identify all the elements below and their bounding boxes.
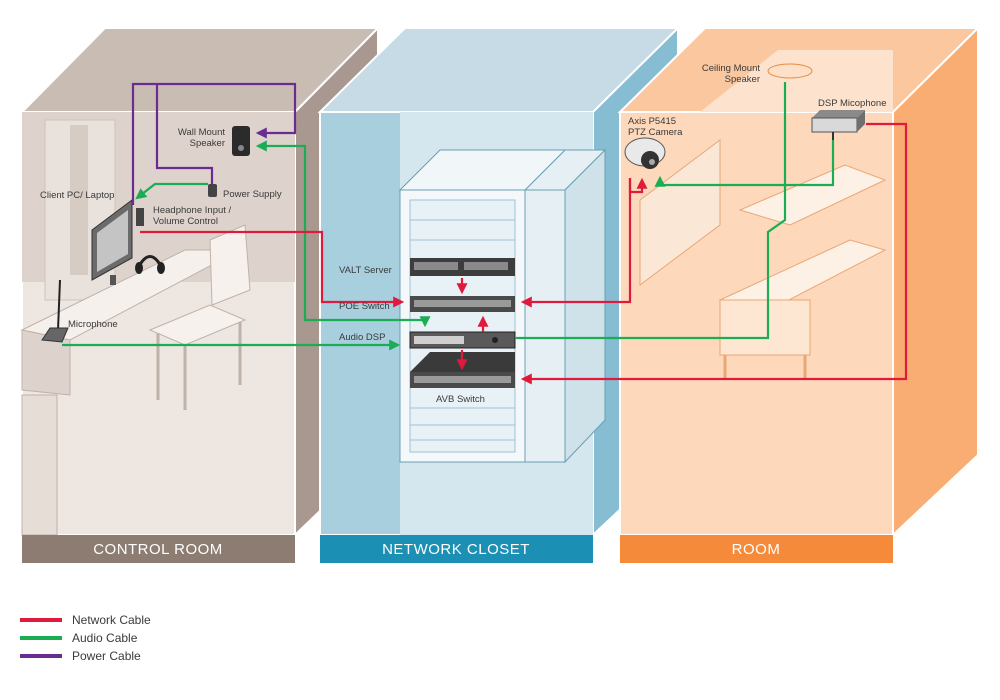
label-dsp-mic: DSP Micophone [818,98,886,109]
network-cable [140,230,405,308]
audio-cable [135,182,208,200]
network-closet-band [320,535,593,563]
cables [62,82,908,385]
legend-label-network: Network Cable [72,613,151,627]
label-microphone: Microphone [68,319,118,330]
control-room [19,25,381,538]
audio-cable [515,82,787,340]
control-room-title: CONTROL ROOM [93,541,223,558]
audio-cable [410,316,431,328]
label-wall-speaker-1: Wall Mount [178,127,226,138]
label-ceiling-speaker-1: Ceiling Mount [702,63,760,74]
label-client-pc: Client PC/ Laptop [40,190,114,201]
room-bands: CONTROL ROOM NETWORK CLOSET ROOM [22,535,893,563]
label-poe-switch: POE Switch [339,301,390,312]
label-wall-speaker-2: Speaker [190,138,225,149]
audio-cable [654,140,835,187]
power-cable [131,82,297,205]
legend-label-audio: Audio Cable [72,631,138,645]
label-audio-dsp: Audio DSP [339,332,385,343]
room-band [620,535,893,563]
legend-label-power: Power Cable [72,649,141,663]
room-title: ROOM [732,541,781,558]
label-camera-2: PTZ Camera [628,127,683,138]
network-cable [520,178,632,308]
label-ceiling-speaker-2: Speaker [725,74,760,85]
label-headphone-2: Volume Control [153,216,218,227]
network-cable [628,177,648,194]
label-valt-server: VALT Server [339,265,392,276]
label-avb-switch: AVB Switch [436,394,485,405]
network-cable [520,122,908,385]
label-camera-1: Axis P5415 [628,116,676,127]
power-cable [155,84,214,184]
label-power-supply: Power Supply [223,189,282,200]
room [617,25,981,538]
network-closet-title: NETWORK CLOSET [382,541,530,558]
label-headphone-1: Headphone Input / [153,205,232,216]
legend: Network Cable Audio Cable Power Cable [20,613,151,663]
device-labels: Client PC/ Laptop Wall Mount Speaker Pow… [40,63,886,405]
control-room-band [22,535,295,563]
